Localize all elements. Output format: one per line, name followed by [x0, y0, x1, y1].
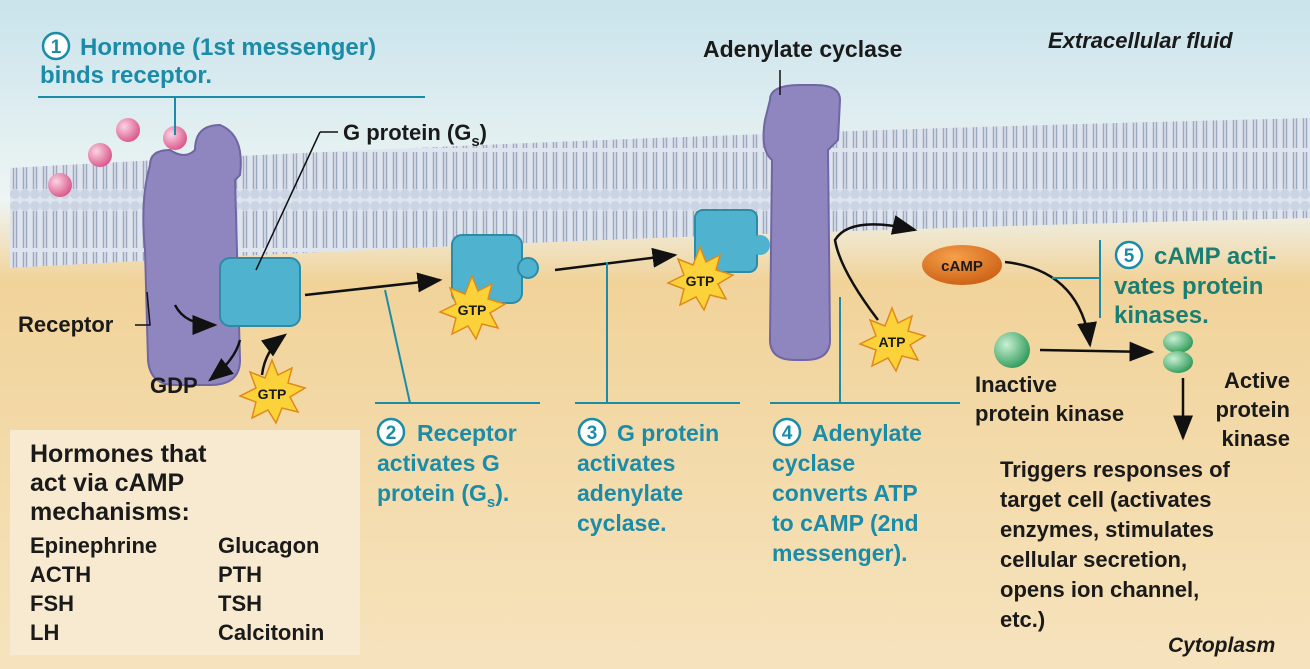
svg-text:G protein: G protein [617, 420, 719, 446]
step-2: 2 Receptor activates G protein (Gs). [376, 417, 517, 511]
svg-text:vates protein: vates protein [1114, 273, 1263, 300]
svg-text:activates: activates [577, 450, 675, 476]
gtp-star-icons [238, 244, 927, 425]
svg-text:Hormone (1st messenger): Hormone (1st messenger) [80, 34, 376, 61]
svg-text:2: 2 [386, 423, 397, 444]
gdp-label: GDP [150, 373, 198, 398]
svg-text:kinases.: kinases. [1114, 302, 1209, 329]
svg-text:Active: Active [1224, 368, 1290, 393]
inactive-kinase-label: Inactive protein kinase [975, 372, 1124, 426]
adenylate-cyclase-label: Adenylate cyclase [703, 36, 902, 62]
svg-text:converts ATP: converts ATP [772, 480, 918, 506]
svg-text:PTH: PTH [218, 562, 262, 587]
svg-text:mechanisms:: mechanisms: [30, 498, 190, 526]
svg-text:cAMP acti-: cAMP acti- [1154, 243, 1276, 270]
svg-text:FSH: FSH [30, 591, 74, 616]
svg-text:activates G: activates G [377, 450, 500, 476]
active-kinase [1163, 331, 1193, 373]
svg-text:cyclase: cyclase [772, 450, 855, 476]
svg-text:messenger).: messenger). [772, 540, 908, 566]
step-leader-lines [38, 96, 1101, 404]
step-3: 3 G protein activates adenylate cyclase. [577, 417, 719, 536]
svg-text:cellular secretion,: cellular secretion, [1000, 547, 1187, 572]
g-protein-tab [750, 235, 770, 255]
camp-molecule [922, 245, 1002, 285]
lipid-bilayer [10, 118, 1310, 268]
svg-text:Epinephrine: Epinephrine [30, 533, 157, 558]
g-protein-label: G protein (Gs) [343, 120, 487, 150]
svg-text:protein kinase: protein kinase [975, 401, 1124, 426]
svg-text:3: 3 [587, 423, 598, 444]
svg-text:adenylate: adenylate [577, 480, 683, 506]
camp-label: cAMP [941, 258, 983, 275]
svg-text:Inactive: Inactive [975, 372, 1057, 397]
hormone-list: Epinephrine ACTH FSH LH Glucagon PTH TSH… [30, 533, 324, 645]
step-4: 4 Adenylate cyclase converts ATP to cAMP… [772, 417, 922, 566]
pathway-arrows [173, 215, 1193, 441]
receptor-protein [142, 123, 242, 386]
step-1: 1 Hormone (1st messenger) binds receptor… [40, 31, 376, 89]
gtp-label: GTP [686, 273, 715, 289]
svg-text:Adenylate: Adenylate [812, 420, 922, 446]
svg-text:Triggers responses of: Triggers responses of [1000, 457, 1231, 482]
svg-text:Receptor: Receptor [417, 420, 517, 446]
active-kinase-label: Active protein kinase [1215, 368, 1290, 451]
svg-text:TSH: TSH [218, 591, 262, 616]
svg-text:5: 5 [1124, 246, 1135, 267]
svg-text:target cell (activates: target cell (activates [1000, 487, 1212, 512]
svg-text:Glucagon: Glucagon [218, 533, 319, 558]
svg-text:ACTH: ACTH [30, 562, 91, 587]
svg-text:kinase: kinase [1222, 426, 1291, 451]
atp-label: ATP [879, 334, 906, 350]
svg-text:act via cAMP: act via cAMP [30, 469, 184, 497]
svg-text:cyclase.: cyclase. [577, 510, 667, 536]
label-leader-lines [135, 70, 781, 326]
gtp-label: GTP [258, 386, 287, 402]
responses-text: Triggers responses of target cell (activ… [1000, 457, 1231, 632]
svg-text:protein: protein [1215, 397, 1290, 422]
step-5: 5 cAMP acti- vates protein kinases. [1114, 240, 1276, 329]
hormone-molecules [48, 118, 187, 197]
svg-text:etc.): etc.) [1000, 607, 1045, 632]
gtp-label: GTP [458, 302, 487, 318]
svg-text:protein (Gs).: protein (Gs). [377, 480, 509, 511]
hormone-box-title: Hormones that act via cAMP mechanisms: [30, 440, 207, 526]
svg-text:binds receptor.: binds receptor. [40, 62, 212, 89]
svg-text:1: 1 [51, 37, 62, 58]
svg-text:to cAMP (2nd: to cAMP (2nd [772, 510, 919, 536]
cytoplasm-label: Cytoplasm [1168, 634, 1275, 657]
receptor-label: Receptor [18, 312, 114, 337]
svg-text:opens ion channel,: opens ion channel, [1000, 577, 1199, 602]
adenylate-cyclase-protein [762, 84, 842, 361]
hormone-list-box [10, 430, 360, 655]
svg-text:LH: LH [30, 620, 59, 645]
svg-text:Hormones that: Hormones that [30, 440, 207, 468]
svg-text:Calcitonin: Calcitonin [218, 620, 324, 645]
inactive-kinase [994, 332, 1030, 368]
svg-text:4: 4 [782, 423, 793, 444]
svg-text:enzymes, stimulates: enzymes, stimulates [1000, 517, 1214, 542]
extracellular-fluid-label: Extracellular fluid [1048, 28, 1233, 53]
